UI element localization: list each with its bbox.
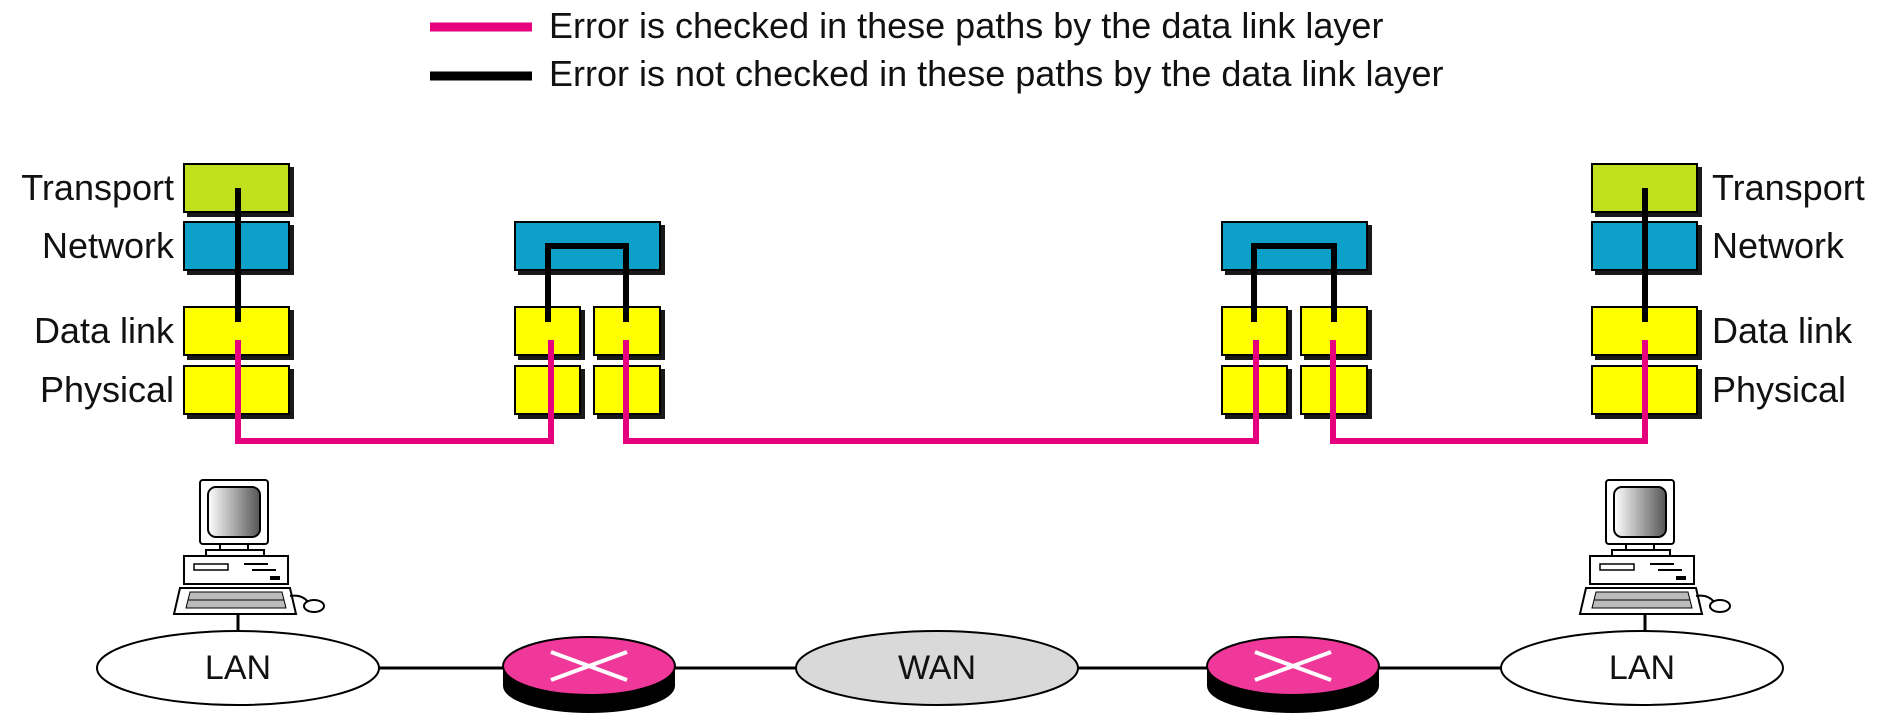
left-computer-icon <box>172 479 325 615</box>
wan-label: WAN <box>897 649 977 687</box>
right-transport-label: Transport <box>1712 167 1865 208</box>
router2-icon <box>1206 636 1380 713</box>
router1-icon <box>502 636 676 713</box>
hop2-checked-path <box>623 340 1259 444</box>
left-lan-ellipse <box>96 630 380 706</box>
right-datalink-label: Data link <box>1712 310 1853 351</box>
hop3-checked-path <box>1330 340 1648 444</box>
legend-unchecked-label: Error is not checked in these paths by t… <box>549 53 1444 94</box>
wan-ellipse <box>795 630 1079 706</box>
left-lan-label: LAN <box>204 649 272 687</box>
checked-paths <box>235 340 1648 444</box>
hop1-checked-path <box>235 340 554 444</box>
left-network-label: Network <box>41 225 174 266</box>
unchecked-paths <box>235 188 1648 322</box>
right-computer-icon <box>1578 479 1731 615</box>
right-lan-ellipse <box>1500 630 1784 706</box>
router1-stack <box>514 221 661 415</box>
left-physical-label: Physical <box>39 369 174 410</box>
router2-loop-path <box>1251 243 1337 322</box>
right-physical-label: Physical <box>1712 369 1847 410</box>
right-lan-label: LAN <box>1608 649 1676 687</box>
left-transport-label: Transport <box>21 167 174 208</box>
legend-checked-label: Error is checked in these paths by the d… <box>549 5 1384 46</box>
right-network-label: Network <box>1712 225 1845 266</box>
left-datalink-label: Data link <box>33 310 174 351</box>
router2-stack <box>1221 221 1368 415</box>
router1-physical-left <box>514 365 581 415</box>
router1-loop-path <box>545 243 629 322</box>
